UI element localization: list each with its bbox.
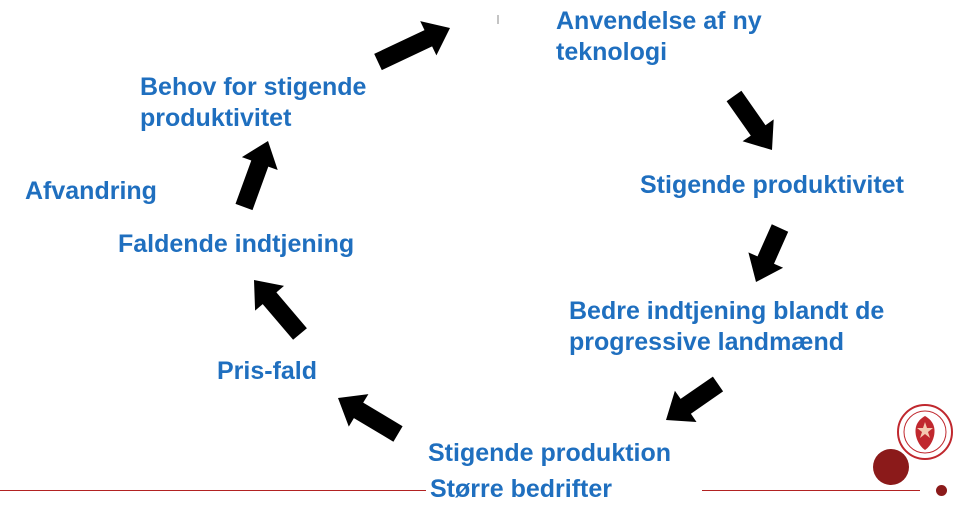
university-seal-icon (897, 404, 953, 460)
node-behov-line-1: Behov for stigende (140, 73, 367, 101)
node-stigende-produktivitet: Stigende produktivitet (640, 171, 904, 199)
node-stigende-produktion: Stigende produktion (428, 439, 672, 467)
arrow-anvendelse-to-produktivitet (726, 90, 774, 150)
cycle-arrows (235, 15, 789, 442)
node-anvendelse-line-2: teknologi (556, 38, 668, 66)
node-anvendelse-line-1: Anvendelse af ny (556, 7, 762, 35)
logo-dot-small (936, 485, 947, 496)
node-faldende-indtjening: Faldende indtjening (118, 230, 355, 258)
arrow-produktivitet-to-indtjening (748, 224, 789, 282)
node-afvandring: Afvandring (25, 177, 157, 205)
node-behov-line-2: produktivitet (140, 104, 292, 132)
arrow-faldende-to-behov (235, 141, 278, 211)
node-bedre-indtjening-line-2: progressive landmænd (569, 328, 845, 356)
arrow-produktion-to-prisfald (338, 394, 403, 442)
node-anvendelse: Anvendelse af ny teknologi (556, 6, 762, 68)
arrow-behov-to-anvendelse (374, 21, 450, 71)
arrow-prisfald-to-faldende (254, 280, 307, 340)
node-bedre-indtjening-line-1: Bedre indtjening blandt de (569, 297, 885, 325)
node-behov: Behov for stigende produktivitet (140, 72, 366, 134)
footer-rule-right (702, 490, 920, 491)
arrow-indtjening-to-produktion (666, 376, 724, 422)
node-bedre-indtjening: Bedre indtjening blandt de progressive l… (569, 296, 884, 358)
logo-dot-large (873, 449, 909, 485)
footer-rule-left (0, 490, 430, 491)
node-pris-fald: Pris-fald (217, 357, 318, 385)
footer-label: Større bedrifter (426, 474, 616, 505)
